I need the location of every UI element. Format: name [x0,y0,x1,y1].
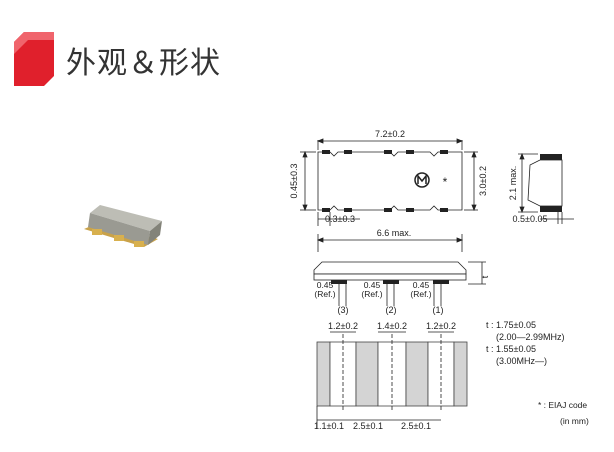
note-t1: t : 1.75±0.05 [486,320,536,330]
top-view: 7.2±0.2 * 0.45±0.3 3.0±0.2 0.3±0.3 [289,129,488,226]
width-dim: 3.0±0.2 [478,166,488,196]
pin-label-2: (2) [386,305,397,315]
pad-width-1: 1.2±0.2 [426,321,456,331]
pitch-2: 2.5±0.1 [353,421,383,431]
bottom-gap-dim: 0.3±0.3 [325,214,355,224]
ref-value-1: 0.45 [413,280,430,290]
ref-label-1: (Ref.) [410,289,431,299]
side-terminal-dim: 0.5±0.05 [513,214,548,224]
ref-value-2: 0.45 [364,280,381,290]
component-photo [84,205,162,247]
ref-label-3: (Ref.) [314,289,335,299]
note-unit: (in mm) [560,416,589,426]
ref-label-2: (Ref.) [361,289,382,299]
notes: t : 1.75±0.05 (2.00—2.99MHz) t : 1.55±0.… [486,320,589,426]
pad-width-2: 1.4±0.2 [377,321,407,331]
maker-logo-icon [414,172,430,188]
thickness-t: t [480,275,490,278]
front-view: 6.6 max. t 0.45 (Ref.) 0.45 (Ref.) 0.45 … [313,228,490,315]
land-pattern: 1.2±0.2 1.4±0.2 1.2±0.2 1.1±0.1 2.5±0.1 … [314,321,468,431]
side-view: 2.1 max. 0.5±0.05 [508,152,574,224]
pad-width-3: 1.2±0.2 [328,321,358,331]
length-dim: 7.2±0.2 [375,129,405,139]
pin-label-1: (1) [433,305,444,315]
note-t1-range: (2.00—2.99MHz) [496,332,565,342]
height-max-dim: 2.1 max. [508,166,518,201]
pin-label-3: (3) [338,305,349,315]
note-t2: t : 1.55±0.05 [486,344,536,354]
pitch-1: 1.1±0.1 [314,421,344,431]
note-eiaj: * : EIAJ code [538,400,587,410]
pitch-3: 2.5±0.1 [401,421,431,431]
page-title: 外观＆形状 [66,46,221,81]
front-length-dim: 6.6 max. [377,228,412,238]
eiaj-asterisk: * [443,175,448,189]
red-tag-icon [14,32,54,86]
ref-value-3: 0.45 [317,280,334,290]
left-vertical-dim: 0.45±0.3 [289,164,299,199]
note-t2-range: (3.00MHz—) [496,356,547,366]
